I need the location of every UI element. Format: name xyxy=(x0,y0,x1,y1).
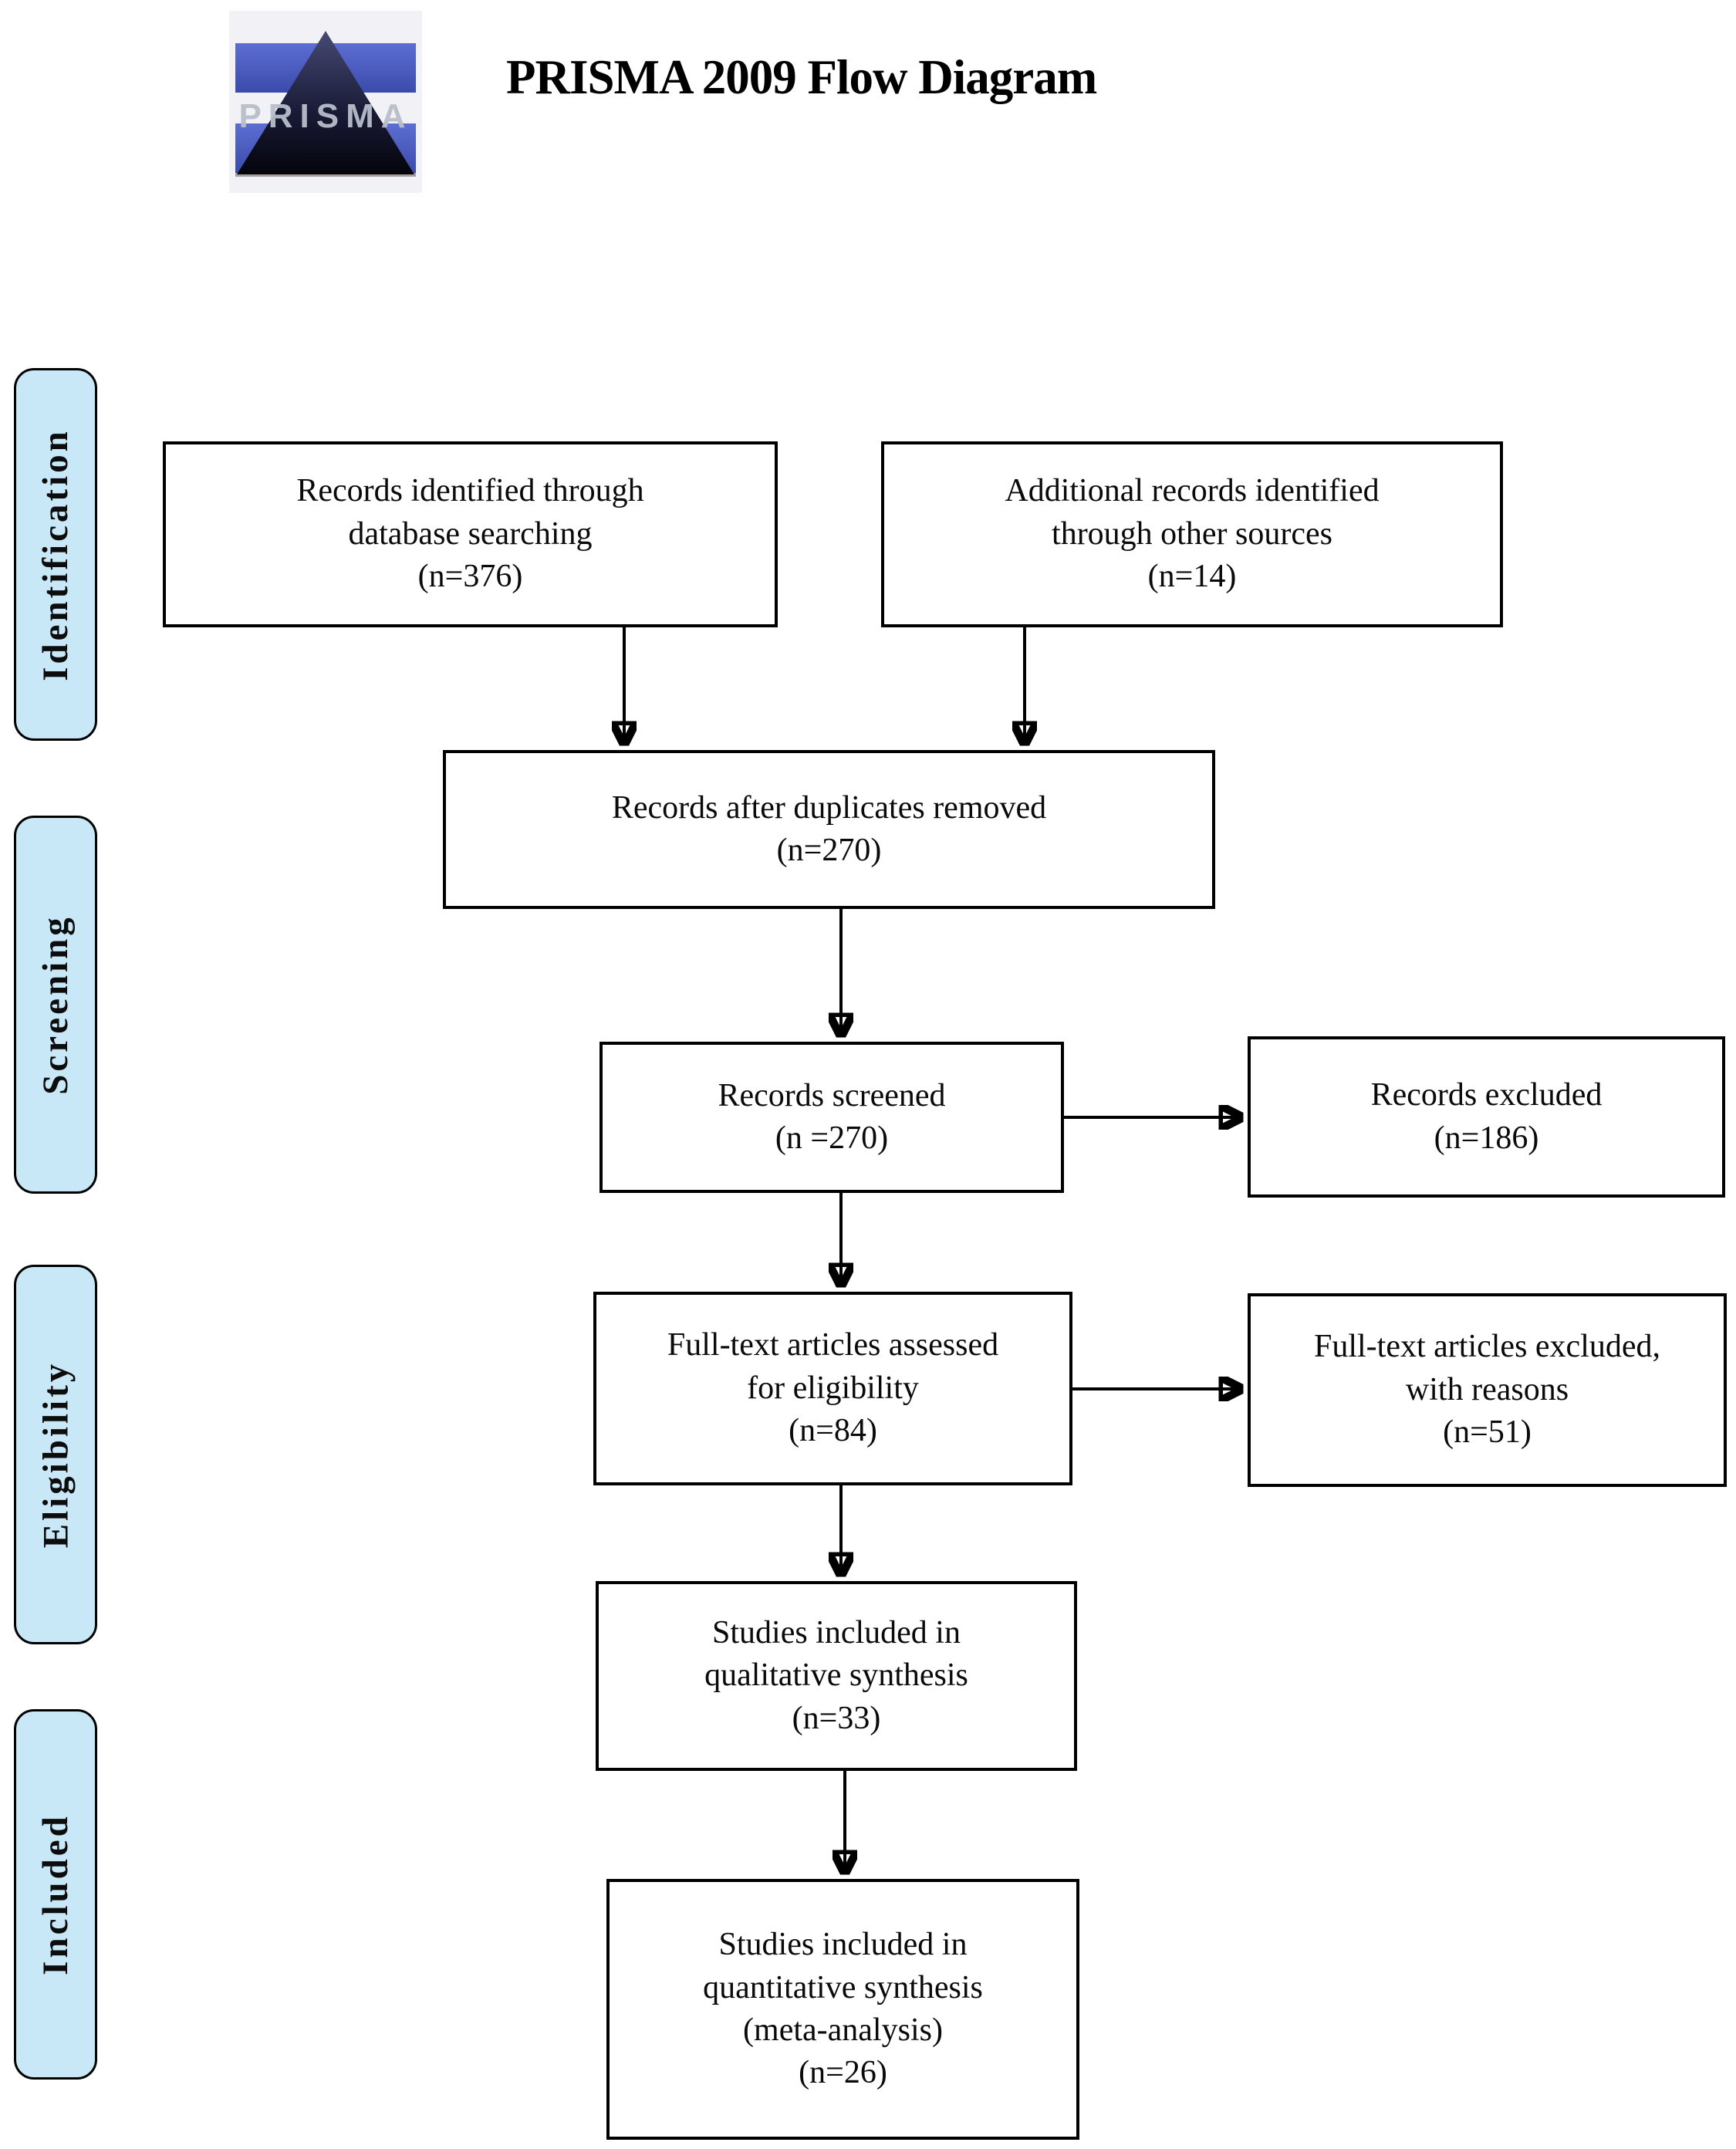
stage-label-text: Included xyxy=(35,1813,76,1975)
prisma-logo: PRISMA xyxy=(229,11,422,193)
page-title: PRISMA 2009 Flow Diagram xyxy=(506,50,1097,104)
stage-label-text: Screening xyxy=(35,914,76,1095)
logo-prism-triangle-icon xyxy=(237,31,414,174)
stage-label-text: Identification xyxy=(35,427,76,681)
box-records-after-duplicates-removed: Records after duplicates removed (n=270) xyxy=(443,750,1215,909)
box-additional-records-other-sources: Additional records identified through ot… xyxy=(881,441,1503,627)
stage-label-identification: Identification xyxy=(14,368,97,741)
logo-wordmark: PRISMA xyxy=(238,97,412,135)
box-text: Full-text articles excluded, with reason… xyxy=(1313,1329,1661,1451)
box-qualitative-synthesis: Studies included in qualitative synthesi… xyxy=(596,1581,1077,1771)
box-text: Studies included in quantitative synthes… xyxy=(703,1927,983,2091)
box-records-screened: Records screened (n =270) xyxy=(599,1042,1064,1193)
stage-label-screening: Screening xyxy=(14,816,97,1194)
box-quantitative-synthesis: Studies included in quantitative synthes… xyxy=(606,1879,1079,2140)
box-records-identified-database: Records identified through database sear… xyxy=(163,441,778,627)
box-text: Full-text articles assessed for eligibil… xyxy=(667,1327,999,1449)
box-text: Records after duplicates removed (n=270) xyxy=(611,789,1047,868)
box-fulltext-excluded: Full-text articles excluded, with reason… xyxy=(1248,1293,1727,1487)
box-text: Studies included in qualitative synthesi… xyxy=(704,1614,968,1736)
box-records-excluded: Records excluded (n=186) xyxy=(1248,1036,1725,1198)
stage-label-text: Eligibility xyxy=(35,1360,76,1549)
box-fulltext-assessed: Full-text articles assessed for eligibil… xyxy=(593,1292,1072,1485)
stage-label-eligibility: Eligibility xyxy=(14,1265,97,1644)
stage-label-included: Included xyxy=(14,1709,97,2080)
box-text: Records screened (n =270) xyxy=(718,1077,946,1156)
box-text: Records identified through database sear… xyxy=(296,473,644,595)
box-text: Additional records identified through ot… xyxy=(1005,473,1380,595)
box-text: Records excluded (n=186) xyxy=(1370,1077,1603,1156)
